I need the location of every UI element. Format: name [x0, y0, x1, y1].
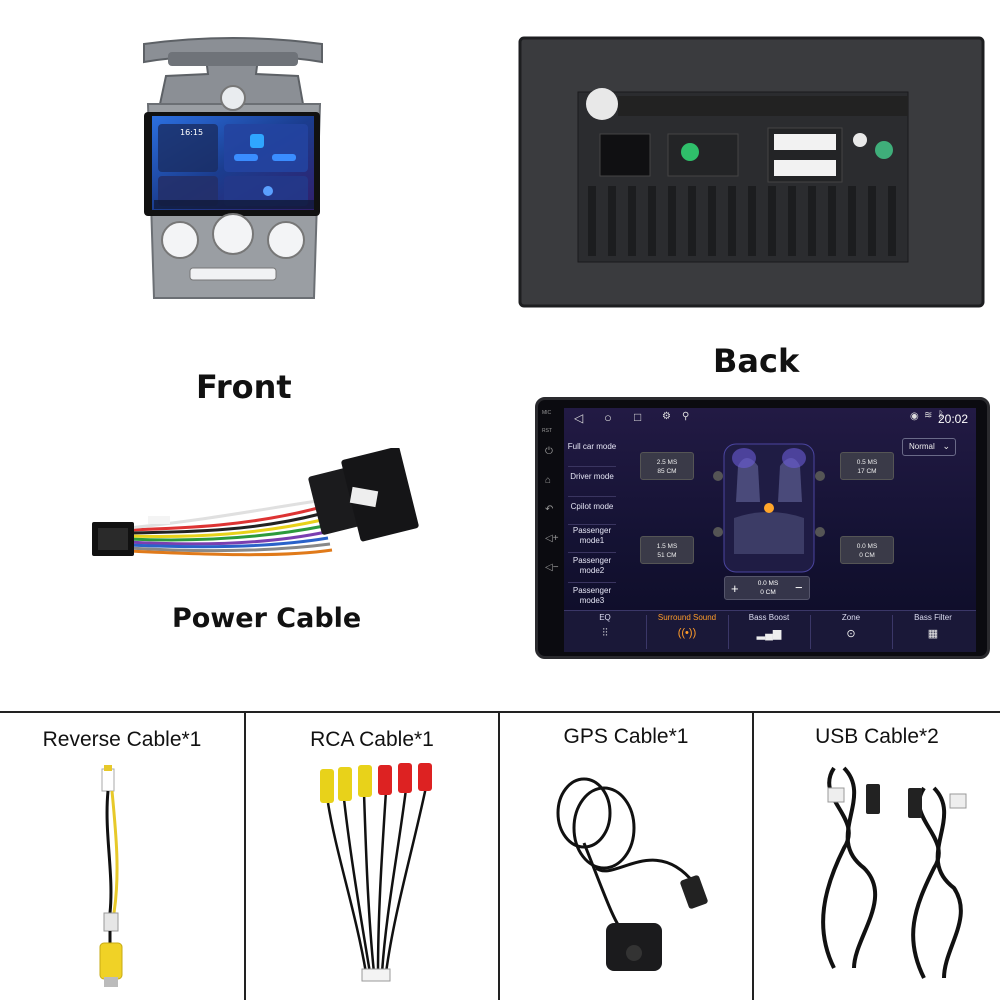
mode-copilot[interactable]: Cpilot mode	[570, 502, 614, 511]
column-divider-3	[752, 713, 754, 1000]
side-power-icon[interactable]: ⏻	[545, 446, 553, 457]
accessory-usb-cable: USB Cable*2	[754, 713, 1000, 1000]
delay-rear-left[interactable]: 1.5 MS 51 CM	[640, 536, 694, 564]
column-divider-1	[244, 713, 246, 1000]
nav-recents-icon[interactable]: □	[634, 410, 642, 424]
wifi-icon: ≋	[924, 410, 933, 421]
preset-value: Normal	[909, 442, 935, 451]
tab-bass-boost[interactable]: Bass Boost ▂▄▆	[728, 611, 810, 652]
accessory-label: Reverse Cable*1	[42, 728, 202, 751]
rst-label: RST	[542, 428, 552, 434]
side-vol-down-icon[interactable]: ◁−	[545, 562, 559, 573]
notification-icon: ⚙	[662, 411, 671, 422]
mode-full-car[interactable]: Full car mode	[567, 442, 617, 451]
chevron-down-icon: ⌄	[942, 441, 950, 451]
side-home-icon[interactable]: ⌂	[545, 475, 552, 486]
status-bar: ◁ ○ □ ⚙ ⚲ ◉ ≋ ᛒ 20:02	[564, 408, 976, 430]
head-unit-screen: MIC RST ⏻ ⌂ ↶ ◁+ ◁− ◁ ○ □ ⚙ ⚲ ◉ ≋ ᛒ 20:0…	[535, 397, 990, 659]
accessory-gps-cable: GPS Cable*1	[500, 713, 752, 1000]
stepper-minus-button[interactable]: −	[795, 580, 803, 595]
mode-passenger-3[interactable]: Passenger mode3	[572, 586, 612, 605]
equalizer-icon: ⫶⫶	[602, 627, 608, 639]
side-vol-up-icon[interactable]: ◁+	[545, 533, 559, 544]
side-back-icon[interactable]: ↶	[545, 504, 554, 515]
delay-front-left[interactable]: 2.5 MS 85 CM	[640, 452, 694, 480]
front-screen-time: 16:15	[180, 128, 204, 137]
power-cable-image	[88, 446, 428, 578]
bass-boost-icon: ▂▄▆	[756, 628, 782, 640]
tab-surround-sound[interactable]: Surround Sound ((•))	[646, 611, 728, 652]
status-time: 20:02	[937, 412, 968, 426]
back-unit-image	[518, 36, 985, 308]
reverse-cable-image	[99, 765, 123, 987]
tab-bass-filter[interactable]: Bass Filter ▦	[892, 611, 974, 652]
mic-label: MIC	[542, 410, 552, 416]
surround-icon: ((•))	[677, 627, 697, 639]
accessory-label: GPS Cable*1	[563, 725, 689, 748]
gps-cable-image	[556, 777, 708, 971]
car-seats-illustration	[704, 436, 834, 576]
accessory-reverse-cable: Reverse Cable*1	[0, 713, 244, 1000]
stepper-ms: 0.0 MS	[757, 580, 779, 587]
usb-cable-image	[821, 766, 967, 979]
bluetooth-icon: ᛒ	[938, 410, 944, 421]
audio-tab-bar: EQ ⫶⫶ Surround Sound ((•)) Bass Boost ▂▄…	[564, 610, 976, 652]
location-icon: ◉	[910, 411, 919, 422]
bass-filter-icon: ▦	[927, 628, 939, 640]
back-label: Back	[713, 342, 800, 380]
front-unit-image: 16:15	[138, 36, 328, 306]
nav-home-icon[interactable]: ○	[604, 410, 612, 425]
mode-driver[interactable]: Driver mode	[570, 472, 614, 481]
mode-passenger-1[interactable]: Passenger mode1	[572, 526, 612, 545]
column-divider-2	[498, 713, 500, 1000]
preset-dropdown[interactable]: Normal ⌄	[902, 438, 956, 456]
mode-list: Full car mode Driver mode Cpilot mode Pa…	[564, 432, 620, 612]
nav-back-icon[interactable]: ◁	[574, 411, 584, 425]
delay-stepper: + 0.0 MS 0 CM −	[724, 576, 810, 600]
screen-content: ◁ ○ □ ⚙ ⚲ ◉ ≋ ᛒ 20:02 Full car mode Driv…	[564, 408, 976, 652]
power-cable-label: Power Cable	[172, 603, 362, 634]
rca-cable-image	[320, 763, 432, 982]
mode-passenger-2[interactable]: Passenger mode2	[572, 556, 612, 575]
front-label: Front	[196, 368, 292, 406]
stepper-plus-button[interactable]: +	[731, 581, 739, 596]
stepper-cm: 0 CM	[760, 589, 776, 596]
accessory-label: RCA Cable*1	[310, 728, 434, 751]
delay-rear-right[interactable]: 0.0 MS 0 CM	[840, 536, 894, 564]
accessory-label: USB Cable*2	[815, 725, 939, 748]
tab-zone[interactable]: Zone ⊙	[810, 611, 892, 652]
delay-front-right[interactable]: 0.5 MS 17 CM	[840, 452, 894, 480]
section-divider	[0, 711, 1000, 713]
accessory-rca-cable: RCA Cable*1	[246, 713, 498, 1000]
tab-eq[interactable]: EQ ⫶⫶	[564, 611, 646, 652]
zone-icon: ⊙	[846, 628, 856, 640]
usb-icon: ⚲	[682, 411, 690, 422]
